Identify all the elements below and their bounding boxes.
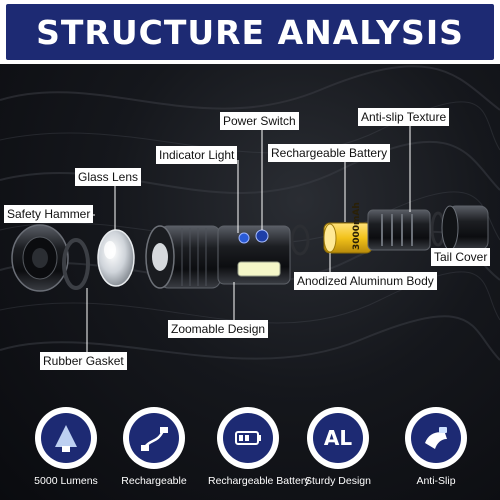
feature-label: Sturdy Design — [305, 475, 371, 487]
glass-lens — [97, 229, 135, 287]
rubber-gasket-ring — [62, 238, 90, 290]
battery-icon — [235, 431, 261, 445]
label-anodized-body: Anodized Aluminum Body — [294, 272, 437, 290]
feature-rechargeable: Rechargeable — [114, 407, 194, 487]
label-safety-hammer: Safety Hammer — [4, 205, 94, 223]
safety-hammer — [11, 224, 69, 292]
label-glass-lens: Glass Lens — [75, 168, 142, 186]
label-tail-cover: Tail Cover — [431, 248, 491, 266]
label-rechargeable-battery: Rechargeable Battery — [268, 144, 391, 162]
feature-lumens: 5000 Lumens — [26, 407, 106, 487]
header-band — [6, 4, 494, 60]
feature-label: 5000 Lumens — [34, 475, 98, 487]
feature-label: Rechargeable Battery — [208, 475, 310, 487]
hand-grip-icon — [425, 427, 447, 449]
label-indicator-light: Indicator Light — [156, 146, 238, 164]
feature-label: Anti-Slip — [416, 475, 456, 487]
feature-anti-slip: Anti-Slip — [396, 407, 476, 487]
o-ring — [290, 224, 310, 256]
leader-lines — [39, 122, 471, 360]
aluminum-tube — [367, 209, 431, 251]
flashlight-body — [217, 225, 291, 285]
feature-rechargeable-battery: Rechargeable Battery — [208, 407, 310, 487]
header-bar: STRUCTURE ANALYSIS — [0, 0, 500, 64]
flashlight-head — [145, 225, 221, 289]
aluminum-al-icon: AL — [323, 426, 353, 450]
usb-cable-icon — [141, 427, 168, 451]
page-title: STRUCTURE ANALYSIS — [36, 13, 464, 52]
label-anti-slip-texture: Anti-slip Texture — [358, 108, 450, 126]
rechargeable-battery-cell — [323, 222, 373, 254]
label-power-switch: Power Switch — [220, 112, 299, 130]
feature-sturdy-design: AL Sturdy Design — [298, 407, 378, 487]
flashlight-beam-icon — [55, 425, 77, 452]
battery-capacity-text: 3000mAh — [352, 202, 362, 250]
feature-label: Rechargeable — [121, 475, 187, 487]
label-zoomable-design: Zoomable Design — [168, 320, 269, 338]
label-rubber-gasket: Rubber Gasket — [40, 352, 127, 370]
tail-cover — [441, 205, 489, 251]
